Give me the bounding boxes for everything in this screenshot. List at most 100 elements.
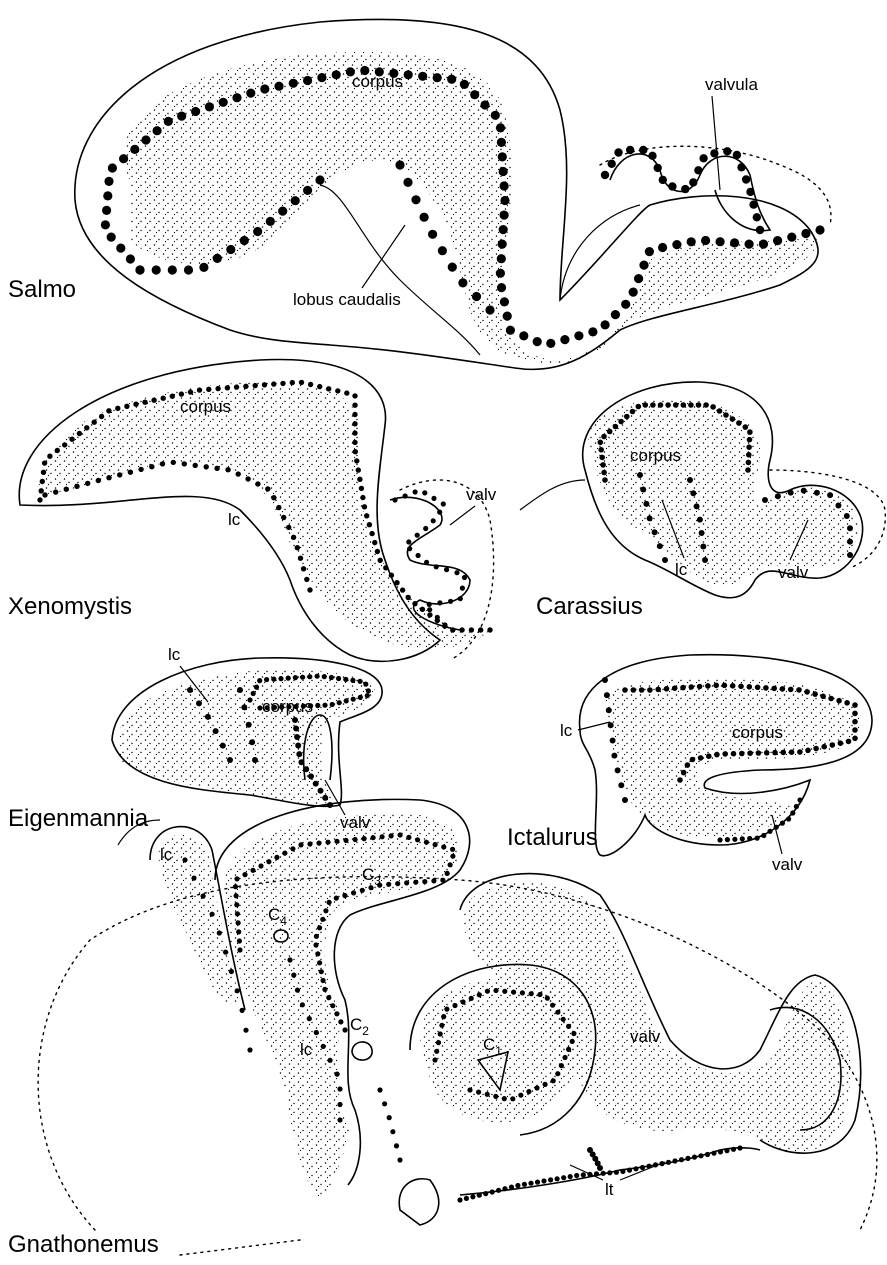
purkinje-dot xyxy=(716,237,725,246)
purkinje-dot xyxy=(631,687,637,693)
purkinje-dot xyxy=(706,753,712,759)
purkinje-dot xyxy=(250,868,255,873)
purkinje-dot xyxy=(601,171,609,179)
purkinje-dot xyxy=(610,738,616,744)
purkinje-dot xyxy=(705,683,711,689)
purkinje-dot xyxy=(477,992,482,997)
purkinje-dot xyxy=(797,797,802,802)
panel-ictalurus: corpus lc valv Ictalurus xyxy=(507,655,872,874)
purkinje-dot xyxy=(756,226,764,234)
gnath-c2-label: C2 xyxy=(350,1015,369,1038)
purkinje-dot xyxy=(643,501,649,507)
purkinje-dot xyxy=(413,880,418,885)
purkinje-dot xyxy=(673,402,679,408)
purkinje-dot xyxy=(294,734,300,740)
purkinje-dot xyxy=(179,391,184,396)
purkinje-dot xyxy=(611,753,617,759)
purkinje-dot xyxy=(422,490,427,495)
purkinje-dot xyxy=(343,838,348,843)
purkinje-dot xyxy=(493,1094,498,1099)
purkinje-dot xyxy=(821,744,827,750)
purkinje-dot xyxy=(307,587,312,592)
purkinje-dot xyxy=(262,382,267,387)
purkinje-dot xyxy=(303,186,312,195)
purkinje-dot xyxy=(781,750,787,756)
purkinje-dot xyxy=(403,493,408,498)
purkinje-dot xyxy=(441,1014,446,1019)
purkinje-dot xyxy=(232,93,241,102)
purkinje-dot xyxy=(253,227,262,236)
purkinje-dot xyxy=(713,683,719,689)
purkinje-dot xyxy=(648,152,656,160)
purkinje-dot xyxy=(293,726,299,732)
purkinje-dot xyxy=(804,689,810,695)
purkinje-dot xyxy=(371,835,376,840)
purkinje-dot xyxy=(622,687,628,693)
purkinje-dot xyxy=(780,821,785,826)
purkinje-dot xyxy=(480,100,489,109)
purkinje-dot xyxy=(677,777,683,783)
purkinje-dot xyxy=(367,522,372,527)
purkinje-dot xyxy=(607,1170,612,1175)
purkinje-dot xyxy=(330,1003,335,1008)
purkinje-dot xyxy=(438,246,447,255)
purkinje-dot xyxy=(271,381,276,386)
purkinje-dot xyxy=(326,386,331,391)
purkinje-dot xyxy=(392,497,397,502)
purkinje-dot xyxy=(450,627,455,632)
purkinje-dot xyxy=(696,402,702,408)
purkinje-dot xyxy=(764,750,770,756)
purkinje-dot xyxy=(711,1151,716,1156)
purkinje-dot xyxy=(668,182,676,190)
purkinje-dot xyxy=(360,495,365,500)
purkinje-dot xyxy=(286,676,291,681)
purkinje-dot xyxy=(847,552,853,558)
purkinje-dot xyxy=(47,454,52,459)
purkinje-dot xyxy=(424,560,429,565)
purkinje-dot xyxy=(295,988,300,993)
purkinje-dot xyxy=(476,1090,481,1095)
purkinje-dot xyxy=(313,942,318,947)
purkinje-dot xyxy=(723,147,731,155)
purkinje-dot xyxy=(433,73,442,82)
purkinje-dot xyxy=(699,530,705,536)
purkinje-dot xyxy=(126,254,135,263)
purkinje-dot xyxy=(598,447,604,453)
purkinje-dot xyxy=(332,70,341,79)
purkinje-dot xyxy=(773,236,782,245)
purkinje-dot xyxy=(528,1181,533,1186)
purkinje-dot xyxy=(442,622,447,627)
purkinje-dot xyxy=(359,486,364,491)
purkinje-dot xyxy=(315,703,320,708)
purkinje-dot xyxy=(672,240,681,249)
purkinje-dot xyxy=(739,751,745,757)
purkinje-dot xyxy=(251,691,256,696)
purkinje-dot xyxy=(406,595,411,600)
purkinje-dot xyxy=(55,448,60,453)
purkinje-dot xyxy=(389,573,394,578)
purkinje-dot xyxy=(215,386,220,391)
purkinje-dot xyxy=(522,1182,527,1187)
purkinje-dot xyxy=(201,894,206,899)
purkinje-dot xyxy=(313,781,319,787)
purkinje-dot xyxy=(124,404,129,409)
purkinje-dot xyxy=(838,740,844,746)
purkinje-dot xyxy=(249,739,255,745)
purkinje-dot xyxy=(788,687,794,693)
carassius-lc-label: lc xyxy=(675,560,688,579)
purkinje-dot xyxy=(645,247,654,256)
purkinje-dot xyxy=(291,196,300,205)
purkinje-dot xyxy=(298,759,304,765)
purkinje-dot xyxy=(316,841,321,846)
purkinje-dot xyxy=(664,686,670,692)
purkinje-dot xyxy=(550,1003,555,1008)
purkinje-dot xyxy=(462,575,467,580)
purkinje-dot xyxy=(406,539,411,544)
purkinje-dot xyxy=(266,217,275,226)
purkinje-dot xyxy=(459,627,464,632)
purkinje-dot xyxy=(395,881,400,886)
purkinje-dot xyxy=(483,1191,488,1196)
ictalurus-lc-leader xyxy=(578,722,610,730)
gnath-valv-label: valv xyxy=(630,1027,661,1046)
